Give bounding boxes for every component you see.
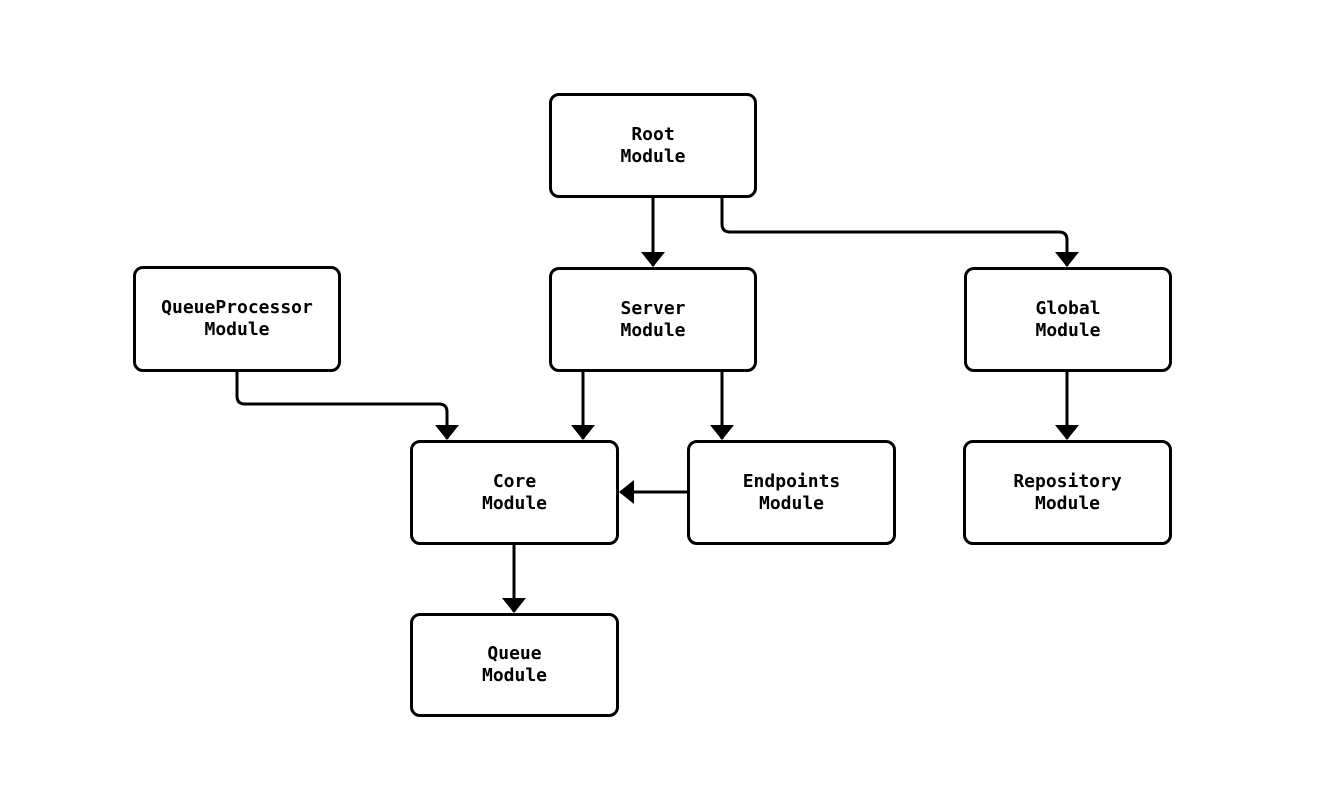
node-label-line: QueueProcessor [161,297,313,318]
node-label-line: Root [631,123,675,145]
edges-group [235,198,1079,613]
node-label-line: Queue [487,643,542,664]
node-label-line: Module [481,492,548,514]
node-label-line: Module [758,492,825,514]
node-label-line: Core [492,470,537,492]
node-label-line: Module [1035,319,1101,341]
node-label-line: Repository [1013,470,1122,492]
node-label-line: Module [620,145,686,167]
node-label-line: Module [204,319,270,340]
edge-root-global [720,198,1079,267]
node-label-line: Global [1035,297,1101,319]
node-label-line: Server [620,297,686,319]
node-label-line: Module [620,319,686,341]
node-label-line: Module [481,665,548,686]
node-label-line: Module [1034,492,1101,514]
node-label-line: Endpoints [742,470,841,492]
edge-queueprocessor-core [235,372,459,440]
